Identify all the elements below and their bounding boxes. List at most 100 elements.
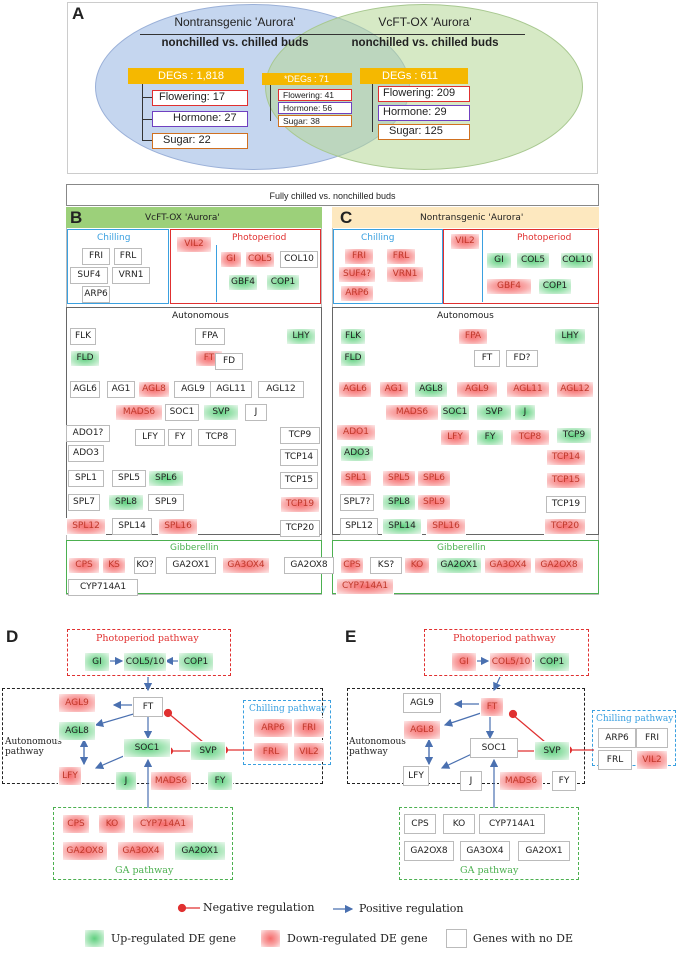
b-gene-ado3: ADO3	[68, 445, 104, 462]
c-gene-spl6: SPL6	[417, 470, 451, 487]
c-gene-fy: FY	[476, 429, 504, 446]
e-gene-ko: KO	[443, 814, 475, 834]
c-gene-ado1: ADO1	[336, 424, 376, 441]
c-gene-fri: FRI	[344, 248, 374, 265]
c-gene-arp6: ARP6	[340, 285, 374, 302]
left-hormone-box: Hormone: 27	[152, 111, 248, 127]
c-gene-ko: KO	[404, 557, 430, 574]
b-gene-agl9: AGL9	[174, 381, 212, 398]
d-photoperiod-title: Photoperiod pathway	[96, 633, 199, 644]
d-ga-frame	[53, 807, 233, 880]
e-gene-soc1: SOC1	[470, 738, 518, 758]
c-gene-tcp8: TCP8	[510, 429, 550, 446]
e-gene-svp: SVP	[534, 741, 570, 761]
c-gene-svp: SVP	[476, 404, 512, 421]
c-autonomous-title: Autonomous	[437, 311, 494, 321]
c-gene-ks-: KS?	[370, 557, 402, 574]
mid-degs-badge: *DEGs : 71	[262, 73, 352, 85]
b-gene-cps: CPS	[68, 557, 100, 574]
d-chilling-frame	[243, 700, 331, 765]
left-sugar-box: Sugar: 22	[152, 133, 248, 149]
mid-hormone-box: Hormone: 56	[278, 102, 352, 114]
c-gene-j: J	[514, 404, 536, 421]
c-gene-soc1: SOC1	[440, 404, 470, 421]
c-gene-fpa: FPA	[458, 328, 488, 345]
b-chilling-title: Chilling	[97, 233, 131, 243]
b-gene-vrn1: VRN1	[112, 267, 150, 284]
c-gene-fld: FLD	[340, 350, 366, 367]
b-photoperiod-inner	[216, 245, 319, 302]
c-gene-spl14: SPL14	[382, 518, 422, 535]
d-ga-title: GA pathway	[115, 865, 174, 876]
b-photoperiod-title: Photoperiod	[232, 233, 287, 243]
d-gene-ko: KO	[98, 814, 126, 834]
panel-c-title: Nontransgenic 'Aurora'	[420, 213, 524, 223]
c-gene-gbf4: GBF4	[486, 278, 532, 295]
right-hormone-box: Hormone: 29	[378, 105, 470, 121]
b-gene-spl14: SPL14	[112, 518, 152, 535]
e-gene-frl: FRL	[598, 750, 632, 770]
c-gene-spl16: SPL16	[426, 518, 466, 535]
e-gene-agl8: AGL8	[403, 720, 441, 740]
b-gene-spl12: SPL12	[66, 518, 106, 535]
right-sugar-box: Sugar: 125	[378, 124, 470, 140]
d-gene-mads6: MADS6	[150, 771, 192, 791]
c-gene-agl8: AGL8	[414, 381, 448, 398]
c-gene-flk: FLK	[340, 328, 366, 345]
panel-b-letter: B	[70, 208, 83, 227]
b-gene-spl8: SPL8	[108, 494, 144, 511]
b-autonomous-title: Autonomous	[172, 311, 229, 321]
c-gene-gi: GI	[486, 252, 512, 269]
c-gene-lfy: LFY	[440, 429, 470, 446]
b-gene-gbf4: GBF4	[228, 274, 258, 291]
right-flowering-box: Flowering: 209	[378, 86, 470, 102]
panel-b-title: VcFT-OX 'Aurora'	[145, 213, 220, 223]
e-gene-fri: FRI	[636, 728, 668, 748]
b-gene-spl6: SPL6	[148, 470, 184, 487]
e-chilling-title: Chilling pathway	[596, 714, 674, 724]
b-gene-spl5: SPL5	[112, 470, 146, 487]
b-gene-spl16: SPL16	[158, 518, 198, 535]
c-gene-vil2: VIL2	[450, 233, 480, 250]
c-gene-ag1: AG1	[379, 381, 409, 398]
e-gene-ga3ox4: GA3OX4	[460, 841, 510, 861]
b-photoperiod-frame	[170, 229, 321, 304]
b-gene-soc1: SOC1	[165, 404, 199, 421]
e-photoperiod-title: Photoperiod pathway	[453, 633, 556, 644]
c-gene-col5: COL5	[516, 252, 550, 269]
d-gene-j: J	[115, 771, 137, 791]
mid-flowering-box: Flowering: 41	[278, 89, 352, 101]
e-gene-agl9: AGL9	[403, 693, 441, 713]
legend-none-label: Genes with no DE	[473, 932, 574, 945]
c-photoperiod-title: Photoperiod	[517, 233, 572, 243]
b-gene-agl6: AGL6	[70, 381, 100, 398]
c-gene-tcp9: TCP9	[556, 427, 592, 444]
b-gene-tcp8: TCP8	[198, 429, 236, 446]
legend-negative-label: Negative regulation	[203, 901, 315, 914]
d-gene-svp: SVP	[190, 741, 226, 761]
b-gene-ko-: KO?	[134, 557, 156, 574]
b-gene-ga3ox4: GA3OX4	[222, 557, 270, 574]
e-autonomous-frame	[347, 688, 585, 784]
b-gene-fld: FLD	[70, 350, 100, 367]
b-gene-tcp15: TCP15	[280, 472, 318, 489]
b-gene-agl8: AGL8	[138, 381, 170, 398]
b-gene-cop1: COP1	[266, 274, 300, 291]
d-gene-gi: GI	[84, 652, 110, 672]
b-gene-tcp9: TCP9	[280, 427, 320, 444]
b-gene-frl: FRL	[114, 248, 142, 265]
b-gene-suf4: SUF4	[70, 267, 108, 284]
c-gibberellin-title: Gibberellin	[437, 543, 486, 553]
b-gene-agl11: AGL11	[210, 381, 252, 398]
b-gibberellin-title: Gibberellin	[170, 543, 219, 553]
c-gene-fd-: FD?	[506, 350, 538, 367]
venn-right-subtitle: nonchilled vs. chilled buds	[325, 34, 525, 49]
d-gene-cyp714a1: CYP714A1	[132, 814, 194, 834]
c-gene-ft: FT	[474, 350, 500, 367]
e-gene-mads6: MADS6	[499, 771, 543, 791]
panel-b-header	[66, 207, 322, 228]
c-photoperiod-inner	[482, 230, 598, 302]
panel-d-letter: D	[6, 627, 19, 646]
b-gene-ga2ox8: GA2OX8	[284, 557, 334, 574]
d-gene-lfy: LFY	[58, 766, 82, 786]
